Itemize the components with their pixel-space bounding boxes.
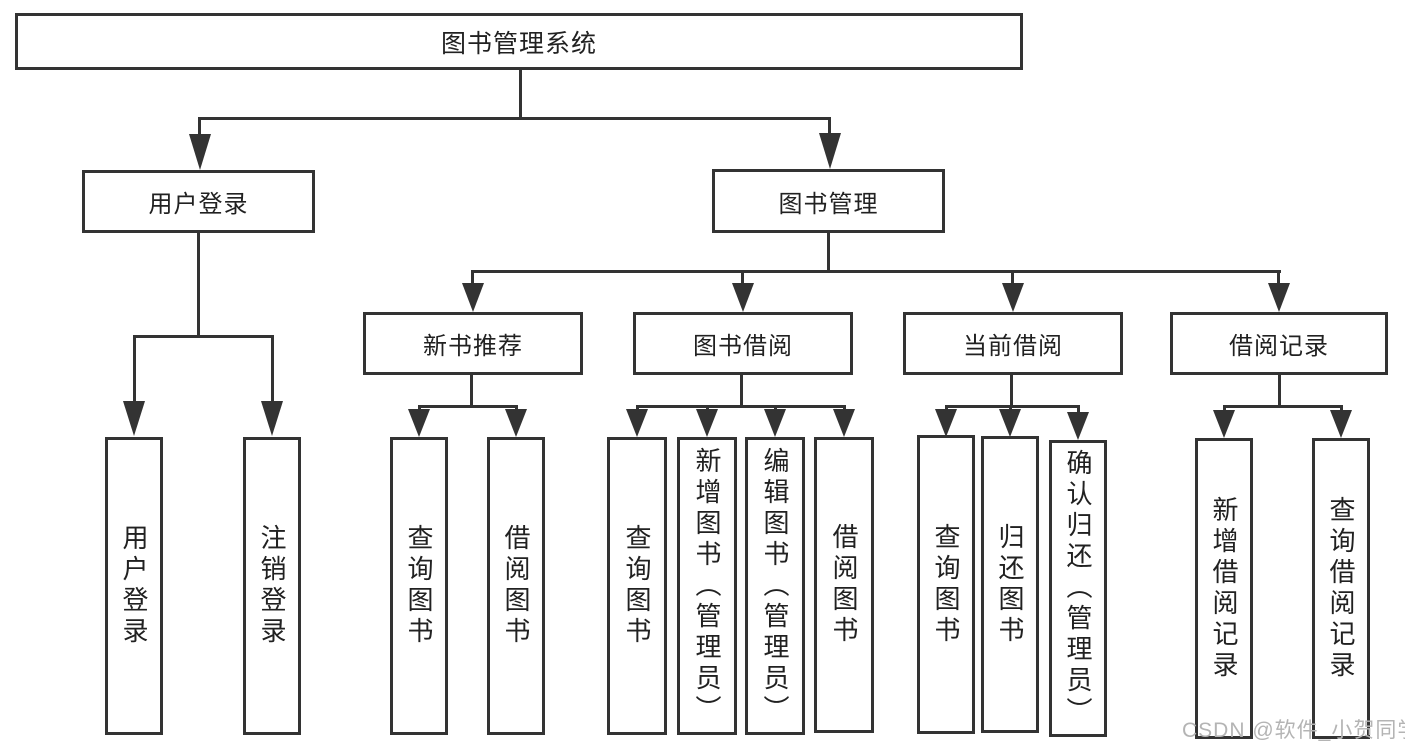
connector-group-rail xyxy=(636,405,846,408)
leaf-query-books-recommend: 查询图书 xyxy=(390,437,448,735)
leaf-return-books: 归还图书 xyxy=(981,436,1039,733)
node-label: 用户登录 xyxy=(148,191,249,218)
leaf-label: 确认归还（管理员） xyxy=(1063,449,1093,728)
leaf-label: 新增图书（管理员） xyxy=(692,446,722,726)
connector-drop-leaf xyxy=(1077,408,1080,415)
arrow-down-icon xyxy=(1213,410,1235,438)
connector-group-rail xyxy=(1223,405,1343,408)
arrow-down-icon xyxy=(626,409,648,437)
arrow-down-icon xyxy=(1268,283,1290,312)
leaf-label: 用户登录 xyxy=(119,524,149,648)
arrow-down-icon xyxy=(462,283,484,312)
connector-level2-rail xyxy=(471,270,1281,273)
node-library-management-system: 图书管理系统 xyxy=(15,13,1023,70)
node-current-borrowing: 当前借阅 xyxy=(903,312,1123,375)
node-borrowing-records: 借阅记录 xyxy=(1170,312,1388,375)
connector-drop-section xyxy=(471,273,474,285)
connector-drop-leaf xyxy=(271,338,274,403)
connector-management-stem xyxy=(827,233,830,273)
connector-drop-section xyxy=(1011,273,1014,285)
leaf-label: 注销登录 xyxy=(257,524,287,648)
connector-group-rail xyxy=(945,405,1080,408)
connector-drop-section xyxy=(741,273,744,285)
arrow-down-icon xyxy=(764,409,786,437)
connector-section-stem xyxy=(470,375,473,408)
leaf-add-books-admin: 新增图书（管理员） xyxy=(677,437,737,735)
connector-user-stem xyxy=(197,232,200,336)
leaf-label: 查询图书 xyxy=(622,524,652,648)
leaf-label: 归还图书 xyxy=(995,522,1025,647)
leaf-label: 查询借阅记录 xyxy=(1326,495,1356,682)
arrow-down-icon xyxy=(505,409,527,437)
connector-root-stem xyxy=(519,69,522,120)
arrow-down-icon xyxy=(833,409,855,437)
arrow-down-icon xyxy=(123,401,145,436)
arrow-down-icon xyxy=(819,133,841,169)
leaf-query-books-current: 查询图书 xyxy=(917,435,975,734)
csdn-watermark: CSDN @软件_小贺同学 xyxy=(1182,719,1405,742)
node-label: 图书管理系统 xyxy=(440,29,597,58)
arrow-down-icon xyxy=(261,401,283,436)
connector-user-rail xyxy=(133,335,274,338)
connector-drop-book-management xyxy=(828,120,831,135)
node-label: 新书推荐 xyxy=(423,333,523,360)
leaf-query-borrow-record: 查询借阅记录 xyxy=(1312,438,1370,739)
node-label: 当前借阅 xyxy=(963,333,1063,360)
connector-group-rail xyxy=(418,405,518,408)
connector-section-stem xyxy=(1010,375,1013,408)
leaf-label: 查询图书 xyxy=(404,524,434,648)
arrow-down-icon xyxy=(999,409,1021,437)
leaf-label: 查询图书 xyxy=(931,522,961,647)
leaf-confirm-return-admin: 确认归还（管理员） xyxy=(1049,440,1107,737)
leaf-edit-books-admin: 编辑图书（管理员） xyxy=(745,437,805,735)
leaf-add-borrow-record: 新增借阅记录 xyxy=(1195,438,1253,739)
node-book-borrowing: 图书借阅 xyxy=(633,312,853,375)
connector-level1-rail xyxy=(198,117,831,120)
leaf-label: 新增借阅记录 xyxy=(1209,495,1239,682)
arrow-down-icon xyxy=(189,134,211,170)
connector-drop-section xyxy=(1277,273,1280,285)
arrow-down-icon xyxy=(1330,410,1352,438)
node-book-management: 图书管理 xyxy=(712,169,945,233)
leaf-borrow-books-recommend: 借阅图书 xyxy=(487,437,545,735)
node-label: 图书借阅 xyxy=(693,333,793,360)
node-user-login: 用户登录 xyxy=(82,170,315,233)
arrow-down-icon xyxy=(408,409,430,437)
connector-section-stem xyxy=(740,375,743,408)
arrow-down-icon xyxy=(1002,283,1024,312)
leaf-label: 借阅图书 xyxy=(829,523,859,647)
node-label: 图书管理 xyxy=(778,190,879,218)
connector-drop-leaf xyxy=(133,338,136,403)
leaf-label: 编辑图书（管理员） xyxy=(760,446,790,726)
leaf-user-login: 用户登录 xyxy=(105,437,163,735)
leaf-logout: 注销登录 xyxy=(243,437,301,735)
leaf-label: 借阅图书 xyxy=(501,524,531,648)
arrow-down-icon xyxy=(935,409,957,437)
connector-drop-user-login xyxy=(198,120,201,136)
node-new-book-recommendation: 新书推荐 xyxy=(363,312,583,375)
leaf-query-books-borrow: 查询图书 xyxy=(607,437,667,735)
arrow-down-icon xyxy=(1067,412,1089,440)
leaf-borrow-books: 借阅图书 xyxy=(814,437,874,733)
arrow-down-icon xyxy=(696,409,718,437)
node-label: 借阅记录 xyxy=(1229,333,1329,360)
arrow-down-icon xyxy=(732,283,754,312)
connector-section-stem xyxy=(1278,375,1281,408)
